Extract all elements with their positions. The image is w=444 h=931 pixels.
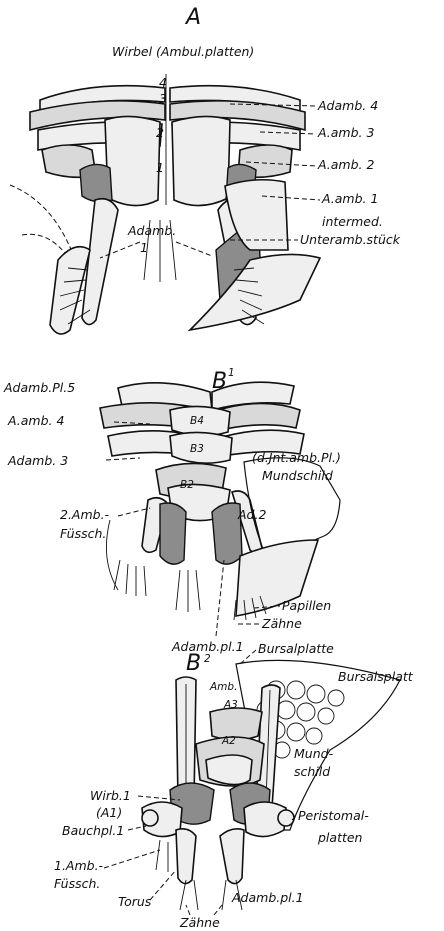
label-b2: B2 [180,479,194,491]
label-amb-fussch-b1-line1: 2.Amb.- [60,507,110,522]
label-adamb-inner-num: 1 [140,240,148,255]
figure-b1-sup: 1 [228,367,235,379]
label-bauchpl1: Bauchpl.1 [62,823,124,838]
figure-b2: B 2 Bursalplatte Bursalsplatt [54,641,414,930]
label-peristomal-line2: platten [317,830,363,845]
label-b3: B3 [190,443,204,455]
label-wirb1: Wirb.1 [90,788,131,803]
label-aamb-2: A.amb. 2 [317,157,374,172]
vert-number-2: 2 [156,125,164,140]
label-torus: Torus [118,894,152,909]
label-mund: Mund- [294,746,334,761]
label-amb-fussch-b1-line2: Füssch. [60,526,106,541]
label-amb-fussch-b2-line2: Füssch. [54,876,100,891]
label-zaehne-b1: Zähne [261,616,302,631]
figure-a-letter: A [184,5,201,30]
label-schild: schild [294,764,330,779]
vert-number-1: 1 [156,160,164,175]
label-amb: Amb. [209,681,237,693]
label-b4: B4 [190,415,204,427]
label-aamb-1: A.amb. 1 [321,191,378,206]
label-papillen: Papillen [282,598,331,613]
label-adamb-pl1-b1: Adamb.pl.1 [171,639,244,654]
label-ad2: Ad.2 [237,507,266,522]
label-adamb-3-b1: Adamb. 3 [7,453,68,468]
label-amb-fussch-b2-line1: 1.Amb.- [54,858,104,873]
label-a1: (A1) [96,805,122,820]
figure-b1: B 1 Adamb.Pl.5 A.amb. 4 Adamb. 3 B4 B [3,367,341,654]
label-aamb-3: A.amb. 3 [317,125,374,140]
figure-b2-sup: 2 [204,653,211,665]
figure-a: A Wirbel (Ambul.platten) [10,5,401,334]
label-mundschild-b1: Mundschild [262,468,333,483]
label-adamb-pl5: Adamb.Pl.5 [3,380,75,395]
label-unteramb-stueck: Unteramb.stück [300,232,401,247]
label-jntamb: (d.Jnt.amb.Pl.) [252,450,341,465]
label-zaehne-b2: Zähne [179,915,220,930]
label-aamb-4-b1: A.amb. 4 [7,413,64,428]
label-a3: A3 [223,699,238,711]
label-adamb-inner: Adamb. [127,223,176,238]
label-bursalplatte: Bursalplatte [258,641,334,656]
label-adamb-4: Adamb. 4 [317,98,378,113]
figure-b2-letter: B [186,651,201,676]
label-intermed: intermed. [322,214,383,229]
label-adamb-pl1-b2: Adamb.pl.1 [231,890,304,905]
label-bursalsplatt: Bursalsplatt [338,669,414,684]
vertebra-stack: 4 3 2 1 [30,74,320,334]
label-a2: A2 [221,735,236,747]
figure-a-title: Wirbel (Ambul.platten) [112,44,254,59]
label-peristomal-line1: Peristomal- [298,808,369,823]
